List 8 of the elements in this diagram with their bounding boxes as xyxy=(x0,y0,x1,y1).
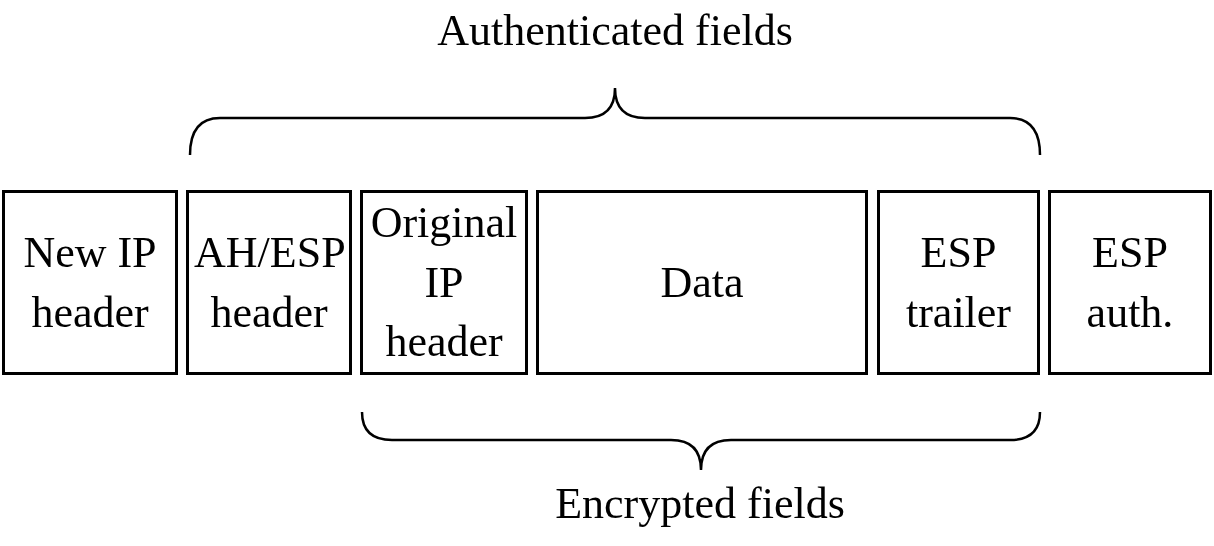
bracket-caption: Encrypted fields xyxy=(555,478,845,529)
packet-field-box: AH/ESP header xyxy=(186,190,352,375)
packet-field-box: ESP trailer xyxy=(877,190,1040,375)
packet-field-box: Original IP header xyxy=(360,190,528,375)
packet-field-box: New IP header xyxy=(2,190,178,375)
packet-field-box: Data xyxy=(536,190,868,375)
bracket-caption: Authenticated fields xyxy=(437,5,793,56)
packet-field-box: ESP auth. xyxy=(1048,190,1212,375)
